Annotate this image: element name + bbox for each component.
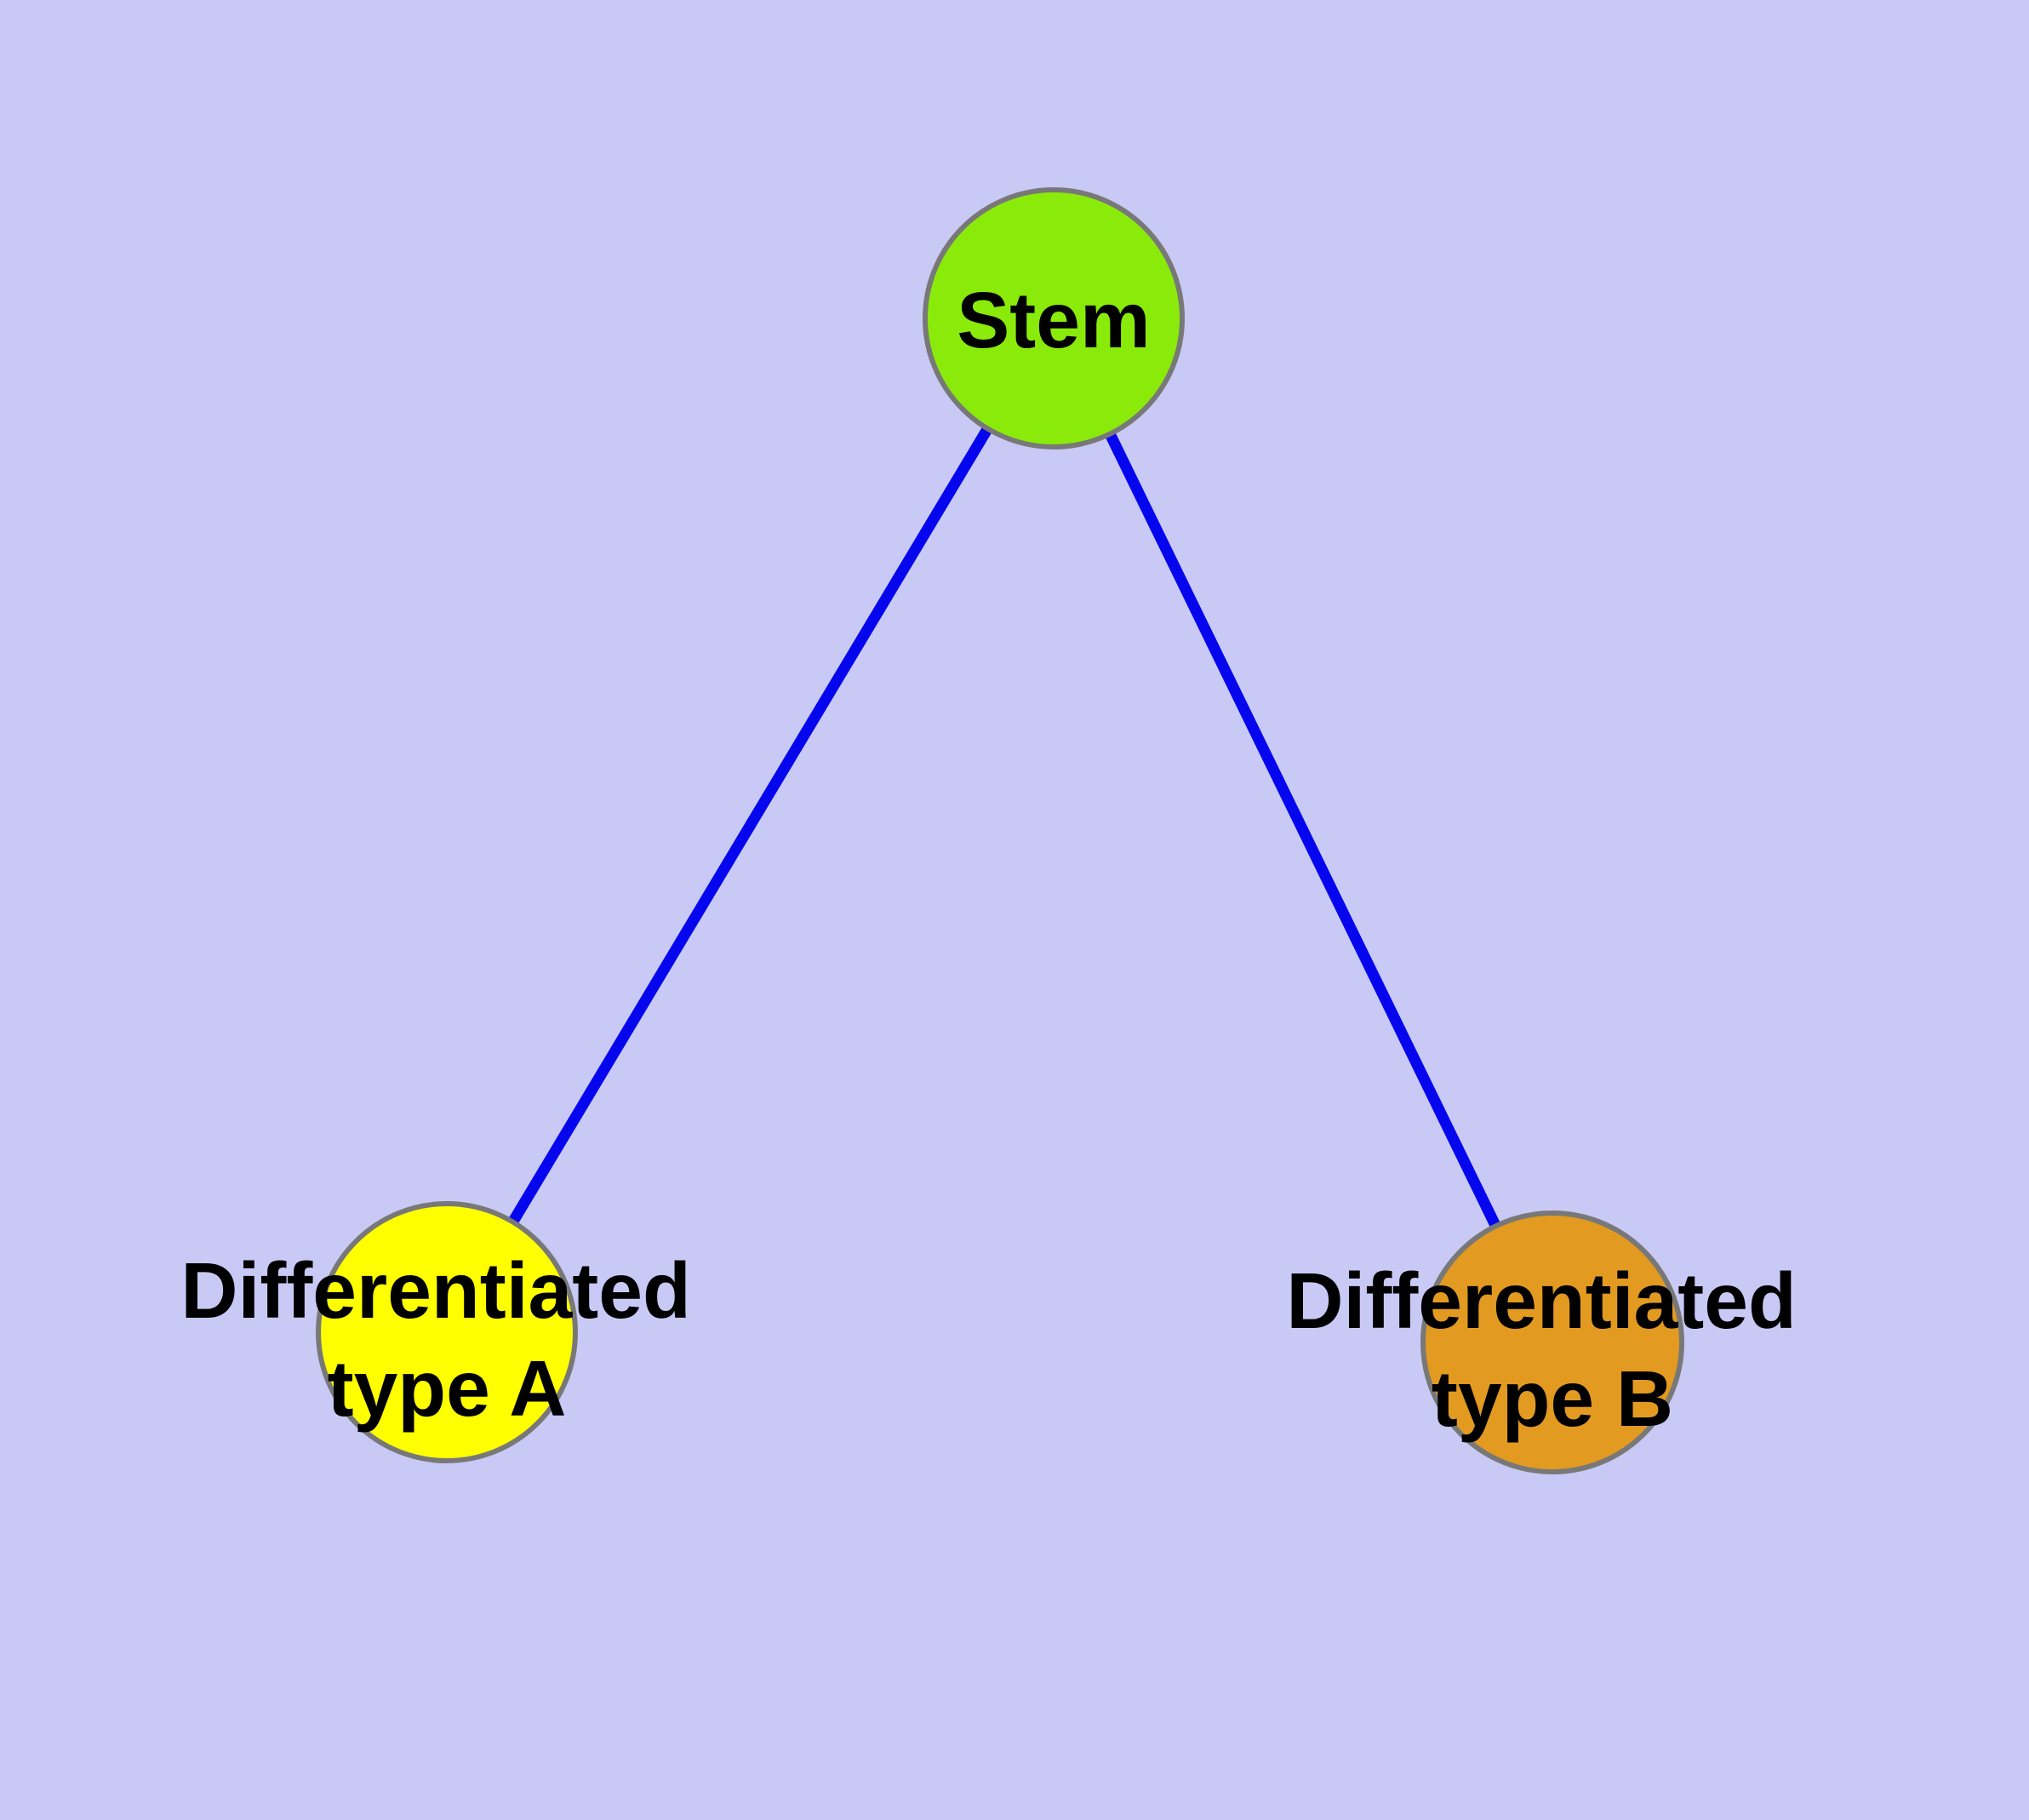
type-a-node bbox=[316, 1201, 578, 1463]
type-a-label-line1: Differentiated bbox=[180, 1246, 690, 1335]
edge-stem-to-type-a bbox=[442, 315, 1059, 1336]
stem-node-label: Stem bbox=[957, 276, 1150, 364]
type-b-node-label: Differentiated type B bbox=[1286, 1256, 1818, 1443]
type-b-label-line1: Differentiated bbox=[1286, 1256, 1796, 1345]
type-b-label-line2: type B bbox=[1432, 1354, 1673, 1443]
type-a-node-label: Differentiated type A bbox=[180, 1246, 712, 1433]
stem-node bbox=[923, 187, 1185, 449]
edge-stem-to-type-b bbox=[1049, 316, 1557, 1345]
type-a-label-line2: type A bbox=[328, 1344, 567, 1433]
type-b-node bbox=[1420, 1210, 1684, 1474]
